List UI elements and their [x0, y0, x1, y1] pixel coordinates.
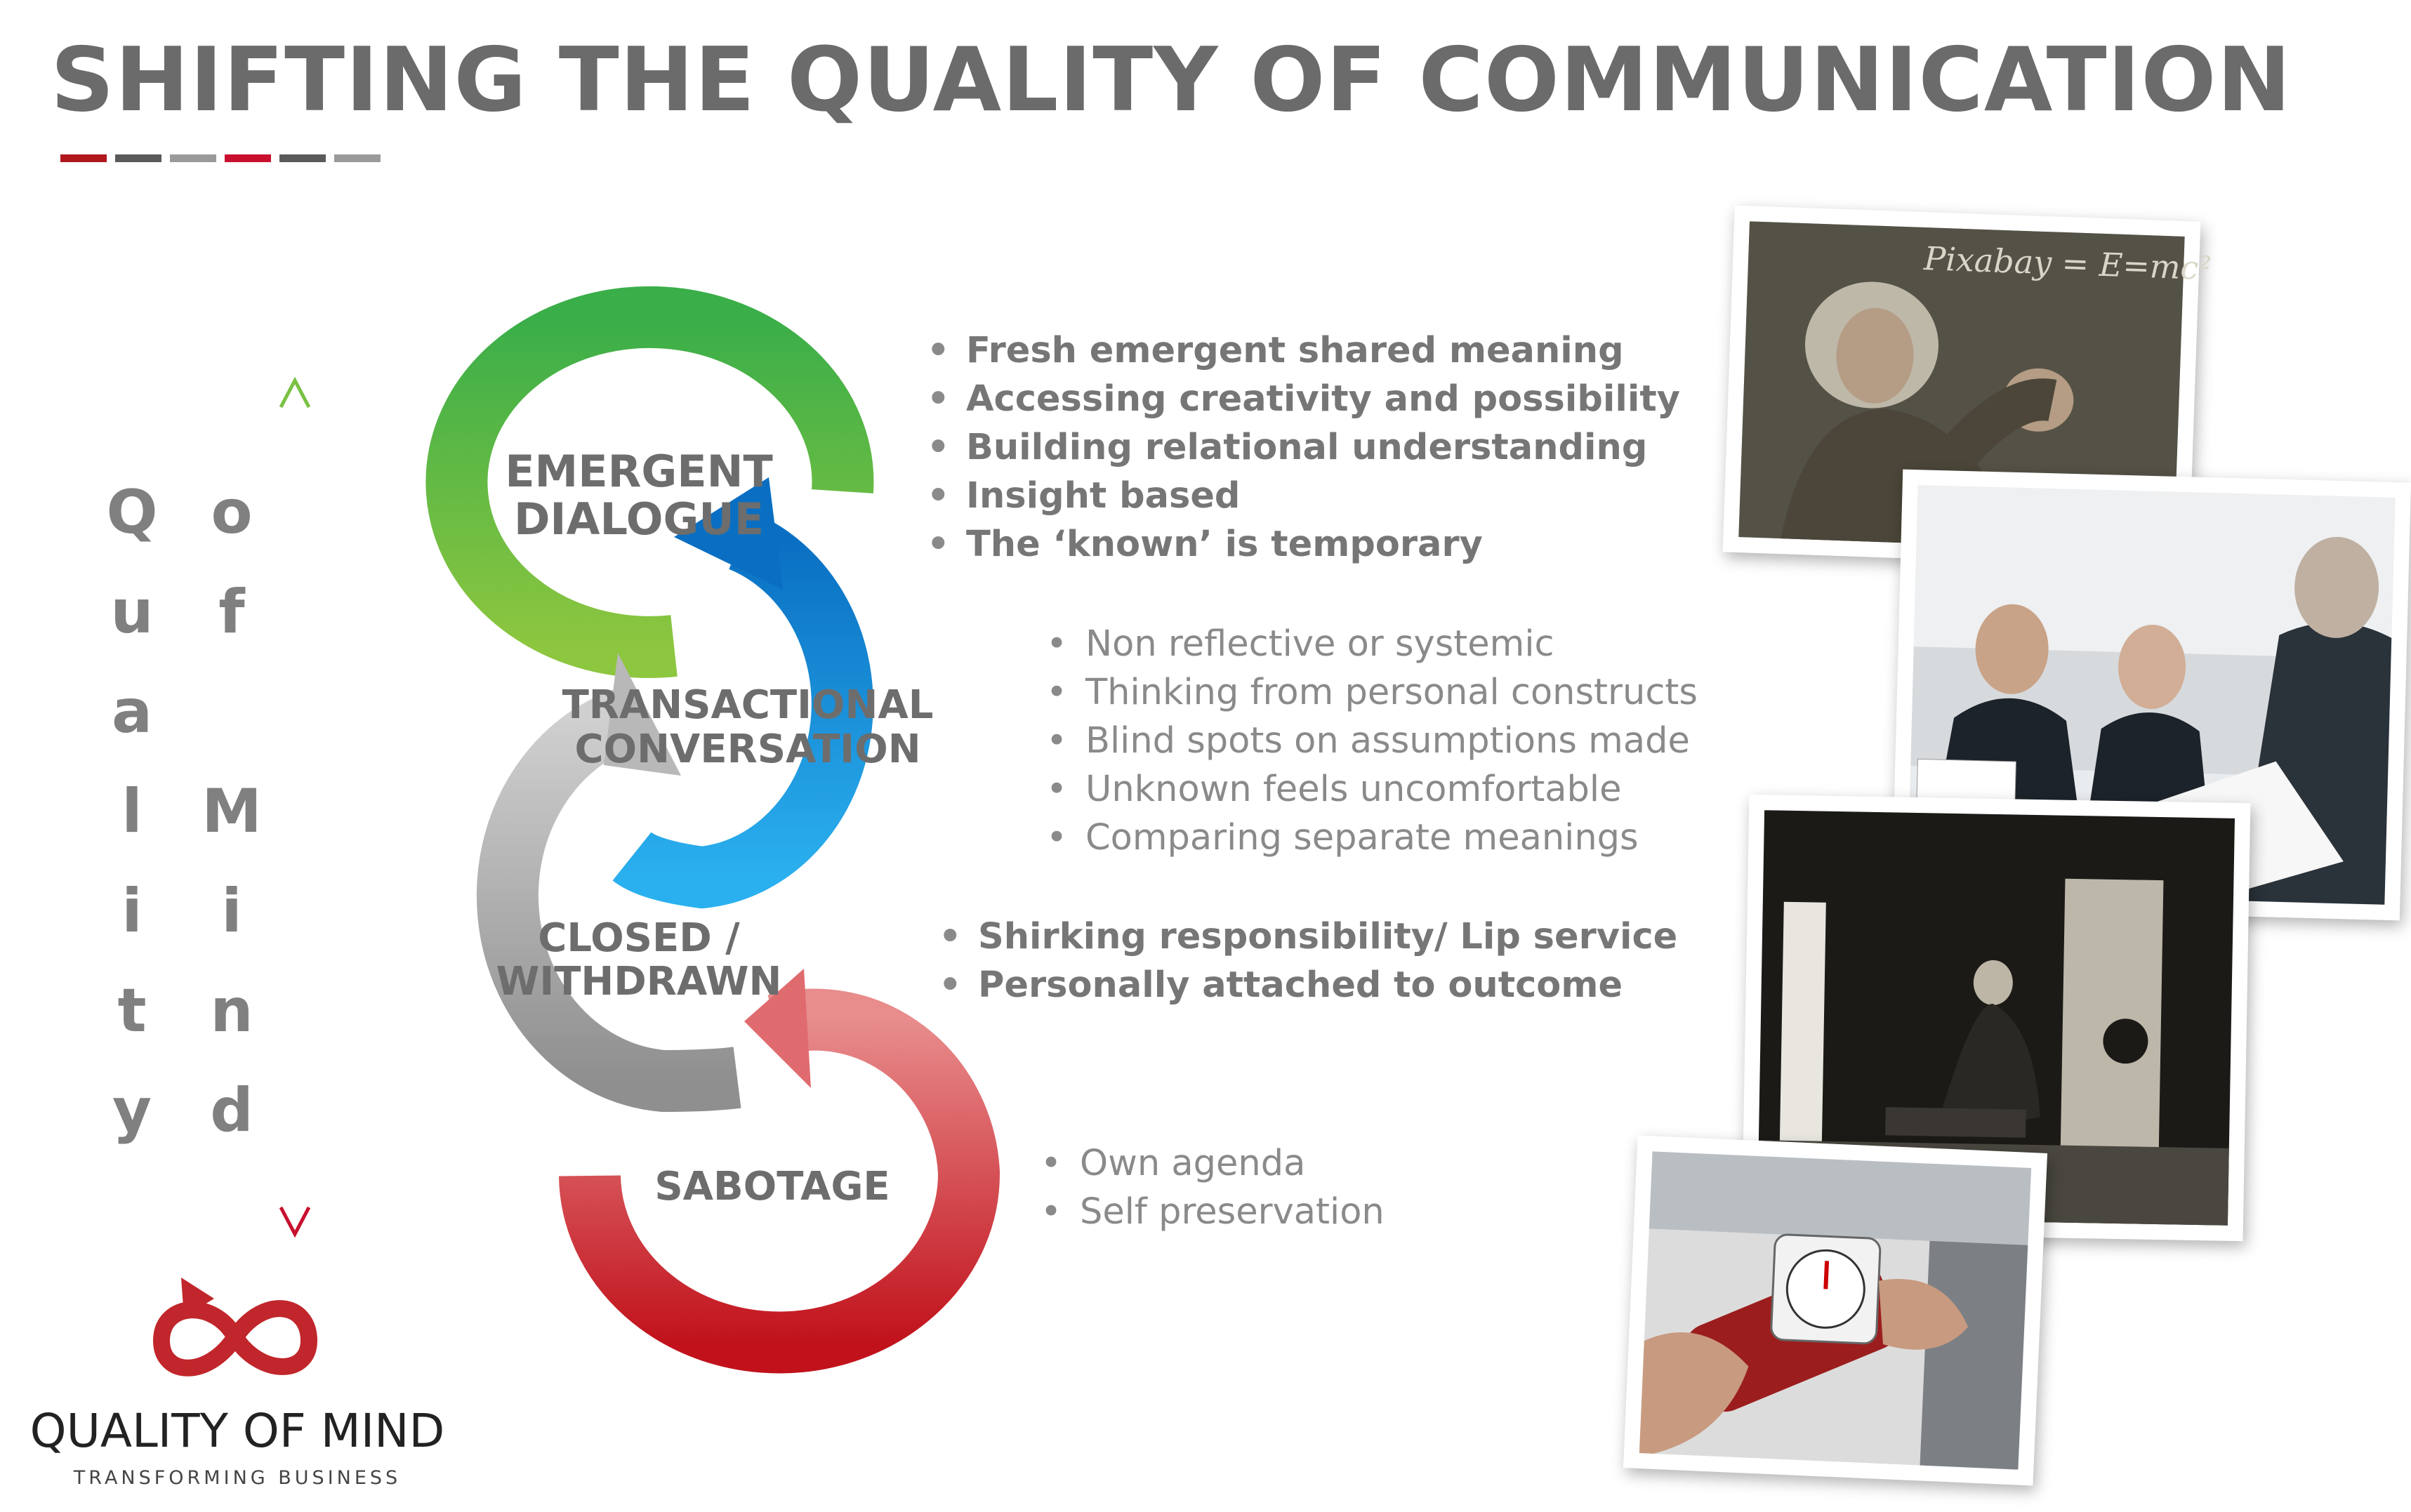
vertical-letter: d [210, 1075, 253, 1146]
transactional-characteristics-list: Non reflective or systemic Thinking from… [1046, 620, 1698, 862]
stage-label-line: CONVERSATION [574, 727, 921, 773]
emergent-characteristics-list: Fresh emergent shared meaning Accessing … [927, 326, 1680, 569]
transactional-loop-arc [612, 512, 873, 909]
vertical-letter: M [202, 776, 262, 847]
list-item: Blind spots on assumptions made [1046, 717, 1698, 765]
vertical-letter: i [221, 876, 242, 946]
page-title: SHIFTING THE QUALITY OF COMMUNICATION [51, 28, 2292, 131]
vertical-letter: a [111, 677, 153, 747]
closed-arrowhead [604, 653, 681, 776]
vertical-letter: f [218, 577, 245, 647]
vertical-letter: u [110, 577, 154, 647]
underline-dash [225, 154, 271, 162]
list-item: Own agenda [1041, 1139, 1385, 1188]
list-item: Comparing separate meanings [1046, 814, 1698, 862]
list-item: The ‘known’ is temporary [927, 520, 1680, 569]
list-item: Non reflective or systemic [1046, 620, 1698, 668]
stage-label-transactional: TRANSACTIONAL CONVERSATION [555, 683, 941, 772]
sabotage-arrowhead [744, 969, 811, 1088]
stage-label-line: DIALOGUE [513, 493, 765, 545]
underline-dash [170, 154, 216, 162]
vertical-letter: o [211, 477, 253, 548]
closed-loop-arc [476, 686, 741, 1113]
underline-dash [279, 154, 326, 162]
brand-name: QUALITY OF MIND [29, 1404, 445, 1458]
communication-cycle-diagram [425, 286, 1000, 1374]
underline-dash [334, 154, 381, 162]
stage-label-line: CLOSED / [538, 915, 740, 961]
stage-label-closed: CLOSED / WITHDRAWN [449, 917, 828, 1003]
vertical-letter: y [112, 1075, 152, 1146]
list-item: Self preservation [1041, 1188, 1385, 1236]
underline-dash [60, 154, 107, 162]
sabotage-characteristics-list: Own agenda Self preservation [1041, 1139, 1385, 1236]
list-item: Accessing creativity and possibility [927, 375, 1680, 423]
list-item: Fresh emergent shared meaning [927, 326, 1680, 375]
quality-of-mind-logo-icon [152, 1278, 318, 1377]
list-item: Insight based [927, 472, 1680, 520]
stage-label-line: TRANSACTIONAL [562, 682, 934, 728]
brand-tagline: TRANSFORMING BUSINESS [73, 1467, 402, 1489]
stage-label-line: WITHDRAWN [496, 958, 782, 1004]
stage-label-sabotage: SABOTAGE [625, 1165, 920, 1209]
vertical-letter: l [121, 776, 143, 847]
closed-characteristics-list: Shirking responsibility/ Lip service Per… [939, 913, 1677, 1009]
list-item: Shirking responsibility/ Lip service [939, 913, 1677, 961]
underline-dash [115, 154, 161, 162]
stage-label-emergent: EMERGENT DIALOGUE [456, 446, 821, 545]
vertical-letter: t [117, 976, 147, 1046]
list-item: Unknown feels uncomfortable [1046, 765, 1698, 814]
emergent-loop-arc [425, 286, 874, 678]
vertical-letter: n [210, 976, 253, 1046]
photo-time-bomb [1623, 1135, 2048, 1486]
stage-label-line: EMERGENT [505, 446, 773, 497]
quality-scale-arrow [279, 376, 311, 1238]
list-item: Building relational understanding [927, 423, 1680, 472]
list-item: Thinking from personal constructs [1046, 668, 1698, 717]
sabotage-loop-arc [559, 988, 1000, 1374]
vertical-letter: Q [106, 477, 158, 548]
vertical-letter: i [121, 876, 143, 946]
stage-label-line: SABOTAGE [654, 1164, 890, 1209]
transactional-arrowhead [674, 477, 783, 590]
list-item: Personally attached to outcome [939, 961, 1677, 1009]
